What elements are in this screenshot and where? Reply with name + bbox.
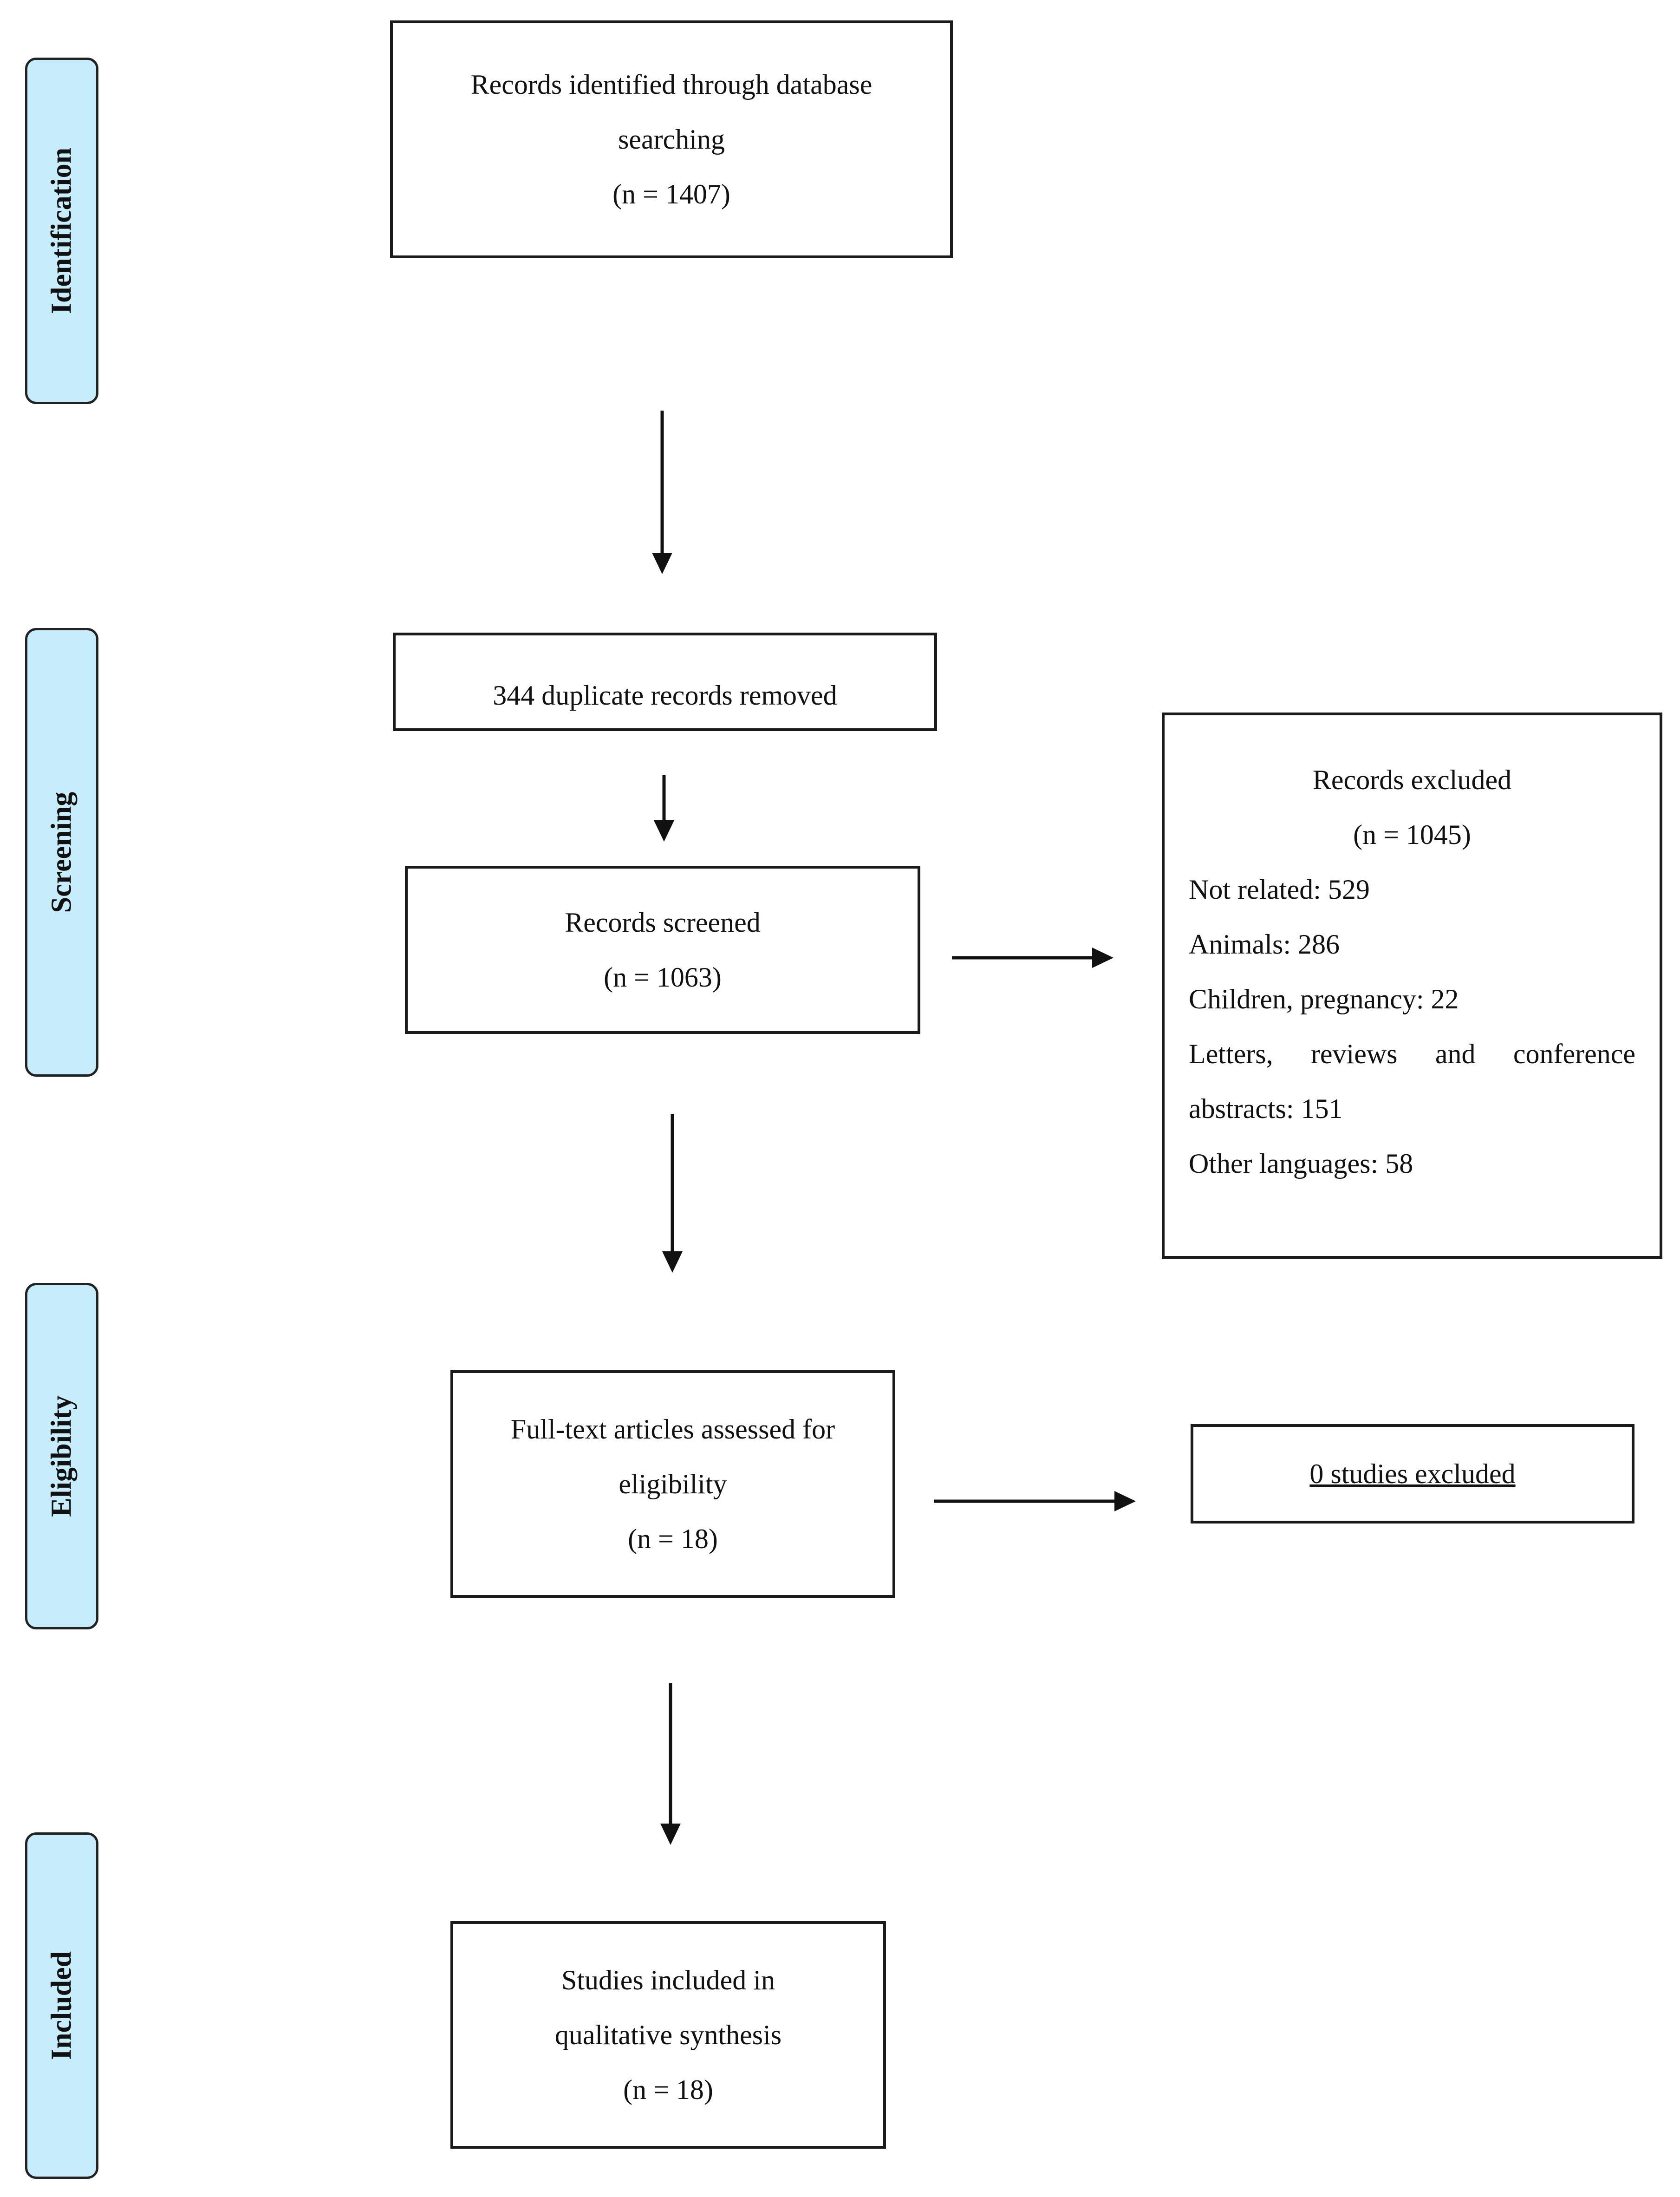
excluded-title: Records excluded [1312,765,1512,795]
box-records-screened: Records screened (n = 1063) [405,866,920,1034]
box-records-excluded: Records excluded (n = 1045) Not related:… [1162,713,1662,1259]
duplicates-text: 344 duplicate records removed [493,680,837,711]
excluded-item: Other languages: 58 [1189,1148,1413,1179]
fulltext-line-2: eligibility [619,1469,727,1499]
arrowhead-2 [654,820,674,842]
arrowhead-6 [660,1824,681,1845]
included-line-2: qualitative synthesis [554,2020,782,2050]
box-fulltext-assessed: Full-text articles assessed for eligibil… [450,1370,895,1598]
screened-count: (n = 1063) [604,962,722,993]
included-line-1: Studies included in [561,1965,775,1995]
arrowhead-4 [662,1251,683,1273]
excluded-item: Animals: 286 [1189,929,1340,960]
box-duplicates-removed: 344 duplicate records removed [393,633,937,731]
included-count: (n = 18) [623,2074,713,2105]
fulltext-line-1: Full-text articles assessed for [510,1414,835,1445]
phase-identification: Identification [25,58,98,404]
excluded-item: Children, pregnancy: 22 [1189,984,1459,1014]
fulltext-count: (n = 18) [628,1524,718,1554]
excluded-count: (n = 1045) [1353,819,1471,850]
box-studies-excluded: 0 studies excluded [1191,1424,1634,1524]
studies-excluded-text: 0 studies excluded [1309,1458,1516,1489]
phase-included: Included [25,1832,98,2179]
identified-count: (n = 1407) [612,179,730,209]
excluded-item: abstracts: 151 [1189,1093,1343,1124]
box-studies-included: Studies included in qualitative synthesi… [450,1921,886,2149]
excluded-item: Letters, reviews and conference [1189,1039,1635,1069]
phase-eligibility: Eligibility [25,1283,98,1629]
box-records-identified: Records identified through database sear… [390,20,953,258]
identified-line-2: searching [618,124,725,155]
screened-line-1: Records screened [565,907,761,938]
arrowhead-3 [1092,948,1113,968]
excluded-item: Not related: 529 [1189,874,1370,905]
arrowhead-5 [1114,1491,1136,1511]
arrowhead-1 [652,553,672,574]
identified-line-1: Records identified through database [470,69,873,100]
phase-screening: Screening [25,628,98,1077]
